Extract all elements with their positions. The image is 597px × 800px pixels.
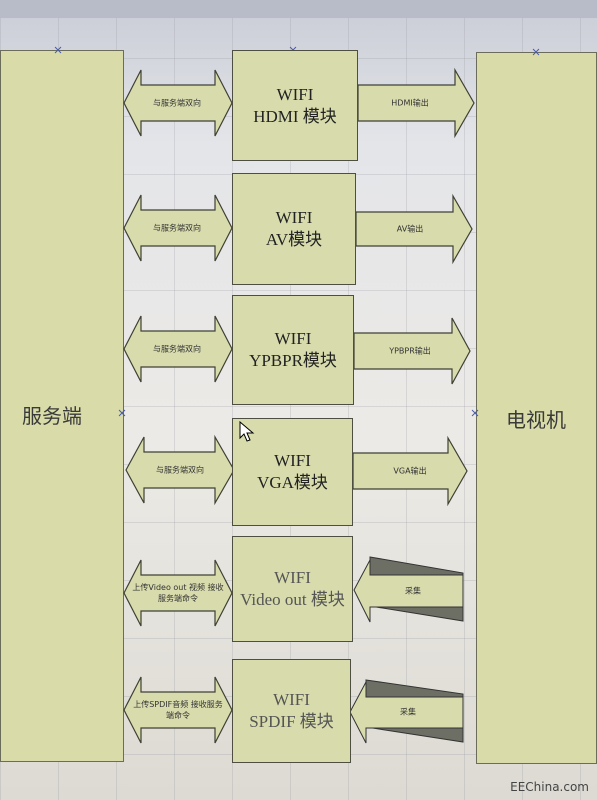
- module-hdmi: WIFI HDMI 模块: [232, 50, 358, 161]
- arrow-label-av-left: 与服务端双向: [153, 223, 201, 233]
- arrow-label-ypbpr-left: 与服务端双向: [153, 344, 201, 354]
- module-spdif-line2: SPDIF 模块: [249, 712, 334, 731]
- capture-arrow-spdif: [349, 681, 464, 744]
- module-hdmi-line2: HDMI 模块: [253, 106, 337, 126]
- module-spdif-line1: WIFI: [273, 690, 310, 709]
- module-ypbpr-line1: WIFI: [274, 329, 312, 348]
- module-ypbpr-line2: YPBPR模块: [249, 351, 337, 370]
- watermark: EEChina.com: [510, 780, 589, 794]
- arrow-label-videoout-right: 采集: [405, 586, 421, 596]
- arrow-label-videoout-left: 上传Video out 视频 接收服务端命令: [132, 583, 224, 603]
- output-arrow-ypbpr: [353, 317, 471, 385]
- module-av-line2: AV模块: [265, 230, 323, 249]
- arrow-label-spdif-left: 上传SPDIF音频 接收服务端命令: [133, 700, 223, 720]
- module-videoout-line1: WIFI: [274, 568, 311, 587]
- module-vga: WIFI VGA模块: [232, 418, 353, 526]
- arrow-label-vga-right: VGA输出: [393, 466, 427, 476]
- module-ypbpr: WIFI YPBPR模块: [232, 295, 354, 405]
- output-arrow-av: [355, 193, 473, 265]
- server-block: [0, 50, 124, 762]
- top-edge: [0, 0, 597, 18]
- arrow-label-spdif-right: 采集: [400, 707, 416, 717]
- arrow-label-av-right: AV输出: [396, 224, 424, 234]
- module-hdmi-line1: WIFI: [276, 84, 314, 104]
- output-arrow-vga: [352, 435, 468, 507]
- arrow-label-hdmi-right: HDMI输出: [391, 98, 429, 108]
- module-vga-line1: WIFI: [274, 451, 311, 470]
- mouse-cursor-icon: [239, 421, 255, 442]
- module-videoout-line2: Video out 模块: [240, 590, 345, 609]
- tv-label: 电视机: [506, 408, 566, 432]
- capture-arrow-videoout: [353, 559, 464, 623]
- module-av: WIFI AV模块: [232, 173, 356, 285]
- arrow-label-ypbpr-right: YPBPR输出: [389, 346, 431, 356]
- module-av-line1: WIFI: [275, 208, 313, 227]
- tv-block: [476, 52, 597, 764]
- module-spdif: WIFI SPDIF 模块: [232, 659, 351, 763]
- output-arrow-hdmi: [357, 67, 475, 139]
- module-vga-line2: VGA模块: [257, 473, 328, 492]
- server-label: 服务端: [22, 404, 82, 428]
- module-videoout: WIFI Video out 模块: [232, 536, 353, 642]
- arrow-label-hdmi-left: 与服务端双向: [153, 98, 201, 108]
- arrow-label-vga-left: 与服务端双向: [156, 465, 204, 475]
